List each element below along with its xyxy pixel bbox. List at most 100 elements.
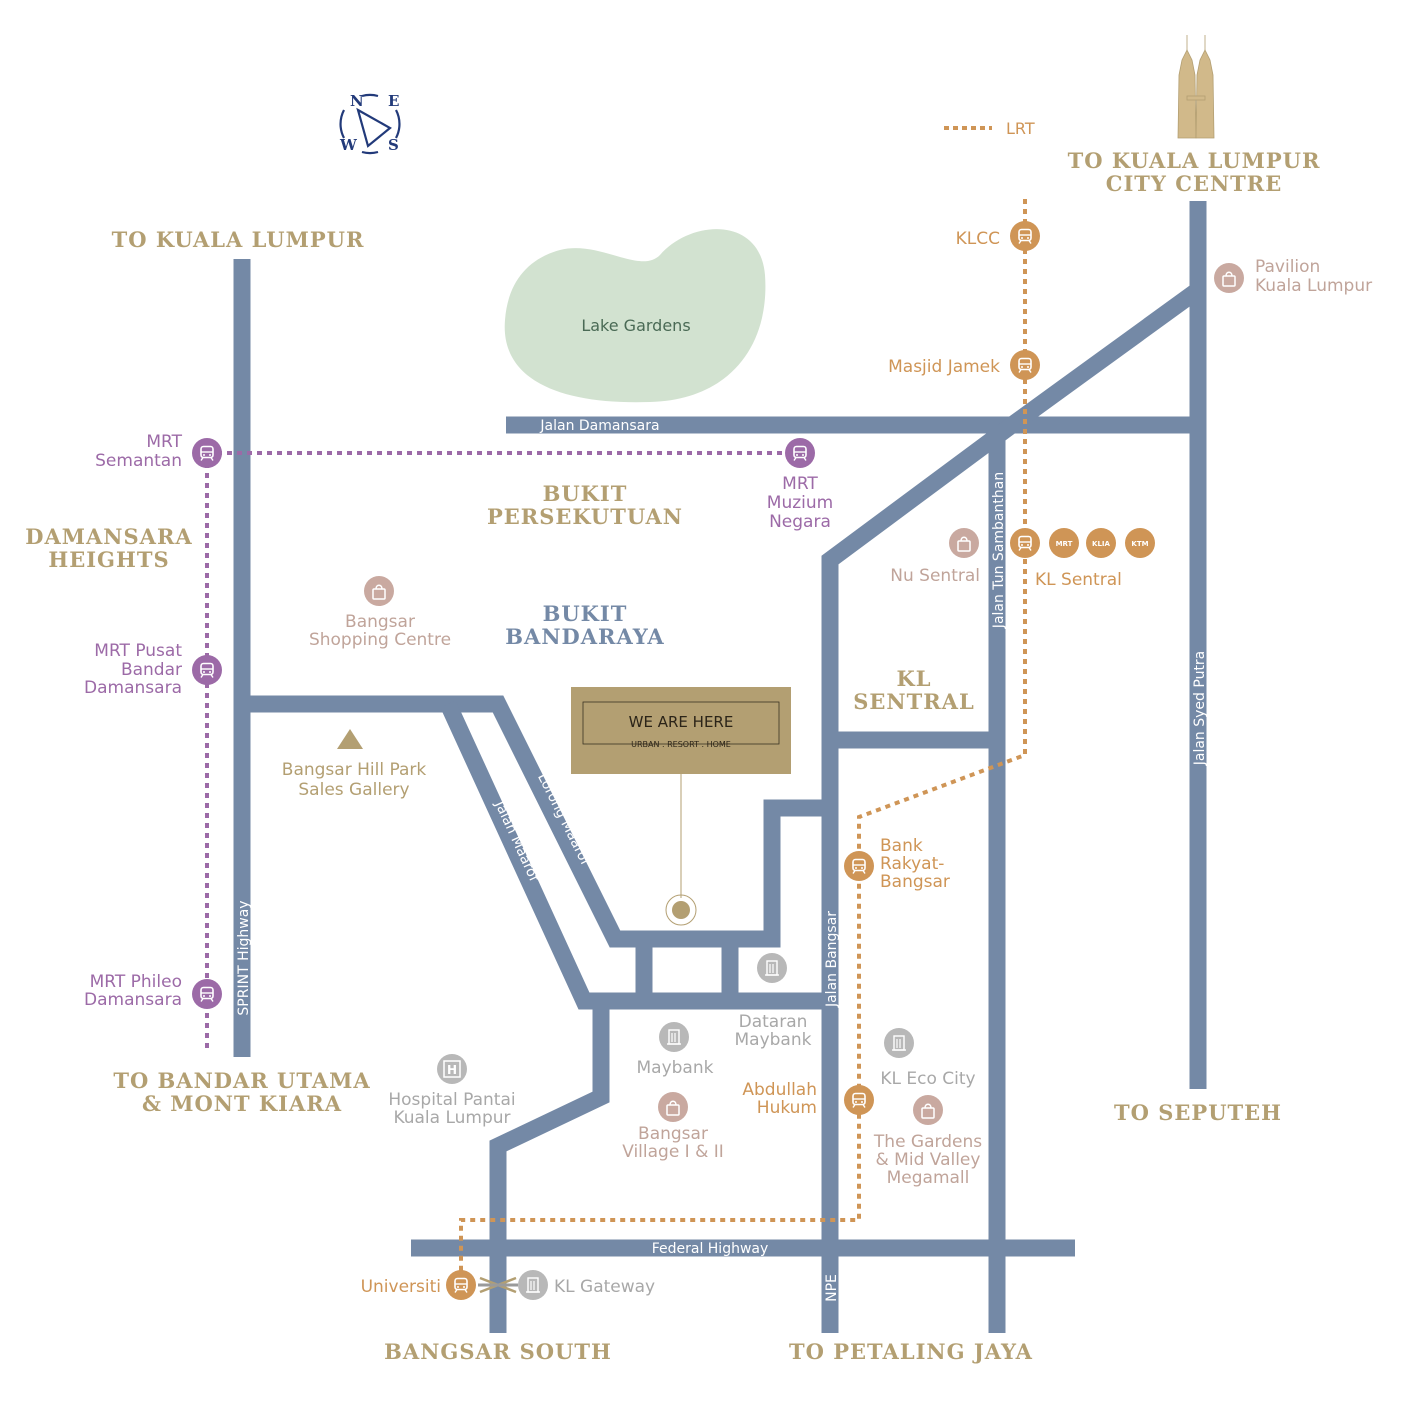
area-damansara-heights-1: DAMANSARA: [25, 524, 192, 549]
dest-klcc-line1: TO KUALA LUMPUR: [1068, 148, 1321, 173]
dest-bangsar-south: BANGSAR SOUTH: [384, 1339, 612, 1364]
compass-s: S: [388, 136, 400, 154]
road-label-jalan-bangsar: Jalan Bangsar: [824, 911, 840, 1008]
dest-petaling-jaya: TO PETALING JAYA: [789, 1339, 1033, 1364]
area-bukit-persekutuan-2: PERSEKUTUAN: [487, 504, 683, 529]
lrt-bank-label-1: Bank: [880, 836, 923, 856]
dataran-label-1: Dataran: [739, 1012, 808, 1032]
lrt-klcc-label: KLCC: [956, 229, 1000, 249]
lrt-universiti-label: Universiti: [361, 1277, 441, 1297]
badge-klia: KLIA: [1092, 540, 1110, 548]
compass-n: N: [350, 92, 365, 110]
lrt-station-bank-rakyat[interactable]: [844, 851, 874, 881]
mrt-phileo-label-1: MRT Phileo: [90, 972, 182, 992]
kl-sentral-badges: MRT KLIA KTM: [1049, 528, 1155, 558]
lrt-station-masjid-jamek[interactable]: [1010, 350, 1040, 380]
mrt-muzium-label-1: MRT: [782, 474, 818, 494]
area-kl-sentral-2: SENTRAL: [853, 689, 975, 714]
compass-w: W: [339, 136, 358, 154]
road-label-tun-sambanthan: Jalan Tun Sambanthan: [991, 472, 1007, 629]
kl-gateway-label: KL Gateway: [554, 1277, 655, 1297]
compass-e: E: [388, 92, 400, 110]
nu-sentral-bag-icon[interactable]: [949, 528, 979, 558]
road-label-federal: Federal Highway: [652, 1241, 769, 1257]
roads: [233, 201, 1207, 1333]
lrt-line: [459, 199, 1027, 1285]
nu-sentral-label: Nu Sentral: [890, 566, 980, 586]
kl-gateway-building-icon[interactable]: [518, 1270, 548, 1300]
lrt-bank-label-3: Bangsar: [880, 872, 950, 892]
mrt-pusat-label-2: Bandar: [121, 660, 182, 680]
area-bukit-bandaraya-1: BUKIT: [543, 601, 628, 626]
road-jalan-maarof: [440, 700, 830, 1010]
we-are-here-title: WE ARE HERE: [629, 713, 734, 731]
we-are-here-marker[interactable]: WE ARE HERE URBAN . RESORT . HOME: [571, 687, 791, 926]
dataran-maybank-building-icon[interactable]: [757, 953, 787, 983]
mrt-muzium-label-3: Negara: [769, 512, 831, 532]
legend-lrt-label: LRT: [1006, 119, 1035, 138]
gardens-label-1: The Gardens: [873, 1132, 982, 1152]
gardens-bag-icon[interactable]: [913, 1095, 943, 1125]
pavilion-label-2: Kuala Lumpur: [1255, 276, 1372, 296]
hospital-label-1: Hospital Pantai: [388, 1090, 515, 1110]
lrt-station-abdullah-hukum[interactable]: [844, 1085, 874, 1115]
lrt-masjid-label: Masjid Jamek: [888, 357, 1000, 377]
hospital-label-2: Kuala Lumpur: [393, 1108, 510, 1128]
lrt-kl-sentral-label: KL Sentral: [1035, 570, 1122, 590]
maybank-building-icon[interactable]: [659, 1022, 689, 1052]
dest-bandar-utama-line2: & MONT KIARA: [142, 1091, 342, 1116]
hill-park-label-2: Sales Gallery: [298, 780, 409, 800]
road-label-syed-putra: Jalan Syed Putra: [1192, 651, 1208, 767]
village-label-1: Bangsar: [638, 1124, 708, 1144]
kl-eco-city-building-icon[interactable]: [884, 1028, 914, 1058]
compass-icon: N E W S: [339, 92, 401, 155]
area-kl-sentral-1: KL: [896, 666, 931, 691]
mrt-station-phileo[interactable]: [192, 979, 222, 1009]
mrt-station-semantan[interactable]: [192, 438, 222, 468]
bsc-label-1: Bangsar: [345, 612, 415, 632]
legend-lrt: LRT: [944, 119, 1035, 138]
hill-park-label-1: Bangsar Hill Park: [282, 760, 427, 780]
bangsar-shopping-bag-icon[interactable]: [364, 576, 394, 606]
lrt-bank-label-2: Rakyat-: [880, 854, 944, 874]
gardens-label-2: & Mid Valley: [876, 1150, 981, 1170]
area-bukit-persekutuan-1: BUKIT: [543, 481, 628, 506]
maybank-label: Maybank: [637, 1058, 714, 1078]
mrt-semantan-label-2: Semantan: [95, 451, 182, 471]
mrt-phileo-label-2: Damansara: [84, 990, 182, 1010]
hospital-icon[interactable]: H: [437, 1054, 467, 1084]
dest-seputeh: TO SEPUTEH: [1114, 1100, 1282, 1125]
area-bukit-bandaraya-2: BANDARAYA: [505, 624, 664, 649]
mrt-line: [205, 451, 800, 1048]
mrt-semantan-label-1: MRT: [146, 432, 182, 452]
area-damansara-heights-2: HEIGHTS: [48, 547, 169, 572]
dest-bandar-utama-line1: TO BANDAR UTAMA: [113, 1068, 370, 1093]
dataran-label-2: Maybank: [735, 1030, 812, 1050]
lrt-abdullah-label-2: Hukum: [757, 1098, 817, 1118]
petronas-towers-icon: [1177, 35, 1215, 139]
eco-city-label: KL Eco City: [880, 1069, 975, 1089]
mrt-muzium-label-2: Muzium: [767, 493, 833, 513]
village-label-2: Village I & II: [622, 1142, 724, 1162]
lrt-station-universiti[interactable]: [446, 1270, 476, 1300]
road-label-npe: NPE: [824, 1274, 840, 1302]
mrt-station-pusat-bandar[interactable]: [192, 655, 222, 685]
svg-text:H: H: [447, 1063, 457, 1077]
mrt-station-muzium-negara[interactable]: [785, 438, 815, 468]
lrt-station-klcc[interactable]: [1010, 221, 1040, 251]
dest-klcc-line2: CITY CENTRE: [1106, 171, 1282, 196]
pavilion-bag-icon[interactable]: [1214, 263, 1244, 293]
lrt-abdullah-label-1: Abdullah: [742, 1080, 817, 1100]
road-label-sprint: SPRINT Highway: [236, 900, 252, 1015]
badge-mrt: MRT: [1056, 540, 1073, 548]
mrt-pusat-label-3: Damansara: [84, 678, 182, 698]
sales-gallery-triangle-icon[interactable]: [337, 729, 363, 749]
dest-kuala-lumpur: TO KUALA LUMPUR: [112, 227, 365, 252]
lake-gardens-label: Lake Gardens: [581, 316, 690, 335]
badge-ktm: KTM: [1131, 540, 1148, 548]
bsc-label-2: Shopping Centre: [309, 630, 451, 650]
bangsar-village-bag-icon[interactable]: [658, 1092, 688, 1122]
lrt-station-kl-sentral[interactable]: [1010, 528, 1040, 558]
road-jalan-bangsar: [821, 283, 1203, 1333]
